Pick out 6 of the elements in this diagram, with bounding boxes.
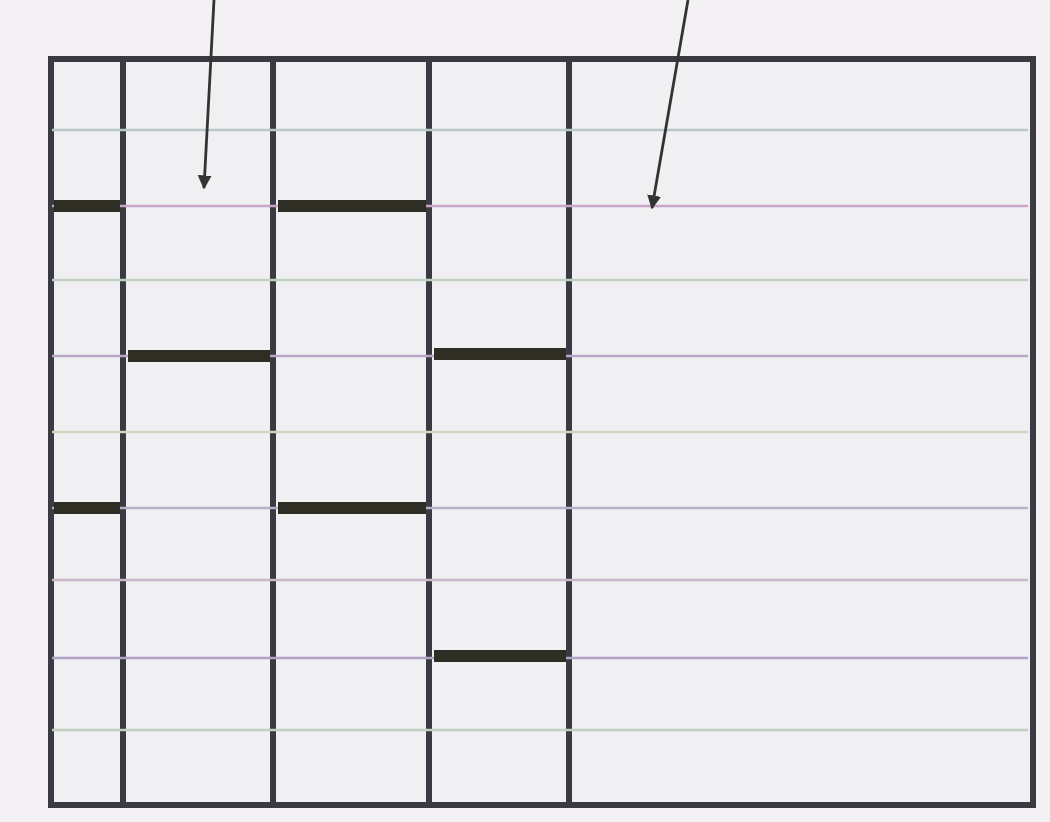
gel-lane <box>566 56 1036 808</box>
leader-arrow <box>197 0 216 190</box>
gel-lane <box>120 56 276 808</box>
gel-lane <box>426 56 572 808</box>
leader-arrow <box>647 0 690 210</box>
gel-lane <box>270 56 432 808</box>
